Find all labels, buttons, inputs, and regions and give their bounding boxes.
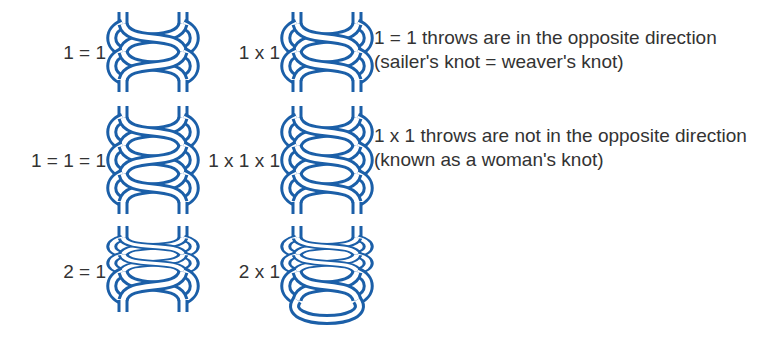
note-text: 1 = 1 throws are in the opposite directi… xyxy=(374,26,750,74)
knot-label: 1 x 1 xyxy=(239,41,280,65)
knot-label: 2 = 1 xyxy=(63,260,106,284)
knot-label: 1 = 1 = 1 xyxy=(31,149,106,173)
triple-granny-knot xyxy=(286,105,369,215)
triple-square-knot xyxy=(112,105,195,215)
surgeons-granny-knot xyxy=(286,225,369,320)
note-text: 1 x 1 throws are not in the opposite dir… xyxy=(374,124,750,172)
granny-knot xyxy=(286,11,369,93)
knot-label: 2 x 1 xyxy=(239,260,280,284)
knot-label: 1 x 1 x 1 xyxy=(208,149,280,173)
knot-label: 1 = 1 xyxy=(63,41,106,65)
surgeons-knot xyxy=(112,225,195,313)
square-knot xyxy=(112,11,195,93)
